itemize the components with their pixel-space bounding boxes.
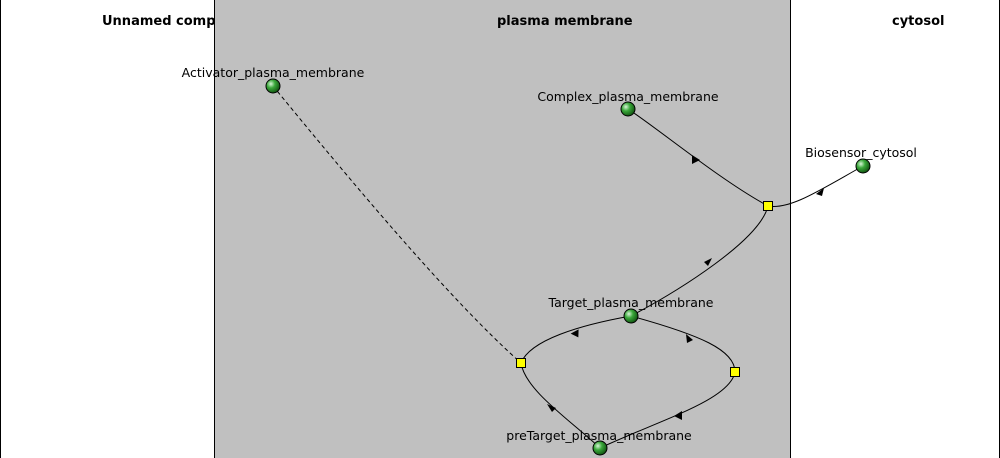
compartment-unnamed: Unnamed comp [0,0,215,458]
reaction-node-2[interactable] [730,367,740,377]
reaction-node-1[interactable] [516,358,526,368]
species-node-target[interactable] [623,308,639,324]
compartment-plasma-membrane: plasma membrane [214,0,791,458]
arrowhead [674,411,682,420]
edge-pretarget-to-reaction1[interactable] [520,362,601,449]
species-node-pretarget[interactable] [592,440,608,456]
arrowhead [686,334,693,343]
species-node-biosensor[interactable] [855,158,871,174]
arrowhead [547,404,556,412]
edge-reaction3-to-complex[interactable] [627,108,769,207]
compartment-title-unnamed: Unnamed comp [102,14,215,29]
edge-reaction1-to-target[interactable] [520,315,632,364]
species-label-biosensor: Biosensor_cytosol [805,145,917,160]
arrowheads [547,155,824,420]
species-label-activator: Activator_plasma_membrane [182,65,365,80]
reaction-node-3[interactable] [763,201,773,211]
species-node-activator[interactable] [265,78,281,94]
arrowhead [570,329,579,338]
compartment-title-cytosol: cytosol [892,14,945,29]
species-node-complex[interactable] [620,101,636,117]
compartment-title-plasma-membrane: plasma membrane [497,14,633,29]
species-label-target: Target_plasma_membrane [548,295,714,310]
edge-target-to-reaction3[interactable] [630,205,769,317]
arrowhead [816,188,824,196]
species-label-complex: Complex_plasma_membrane [537,89,718,104]
modifier-edge-activator[interactable] [272,85,522,364]
edge-biosensor-to-reaction3[interactable] [767,165,864,208]
species-label-pretarget: preTarget_plasma_membrane [506,428,692,443]
edge-target-to-reaction2[interactable] [630,315,736,373]
arrowhead [692,155,700,164]
edge-reaction2-to-pretarget[interactable] [599,371,736,449]
arrowhead [704,258,712,266]
